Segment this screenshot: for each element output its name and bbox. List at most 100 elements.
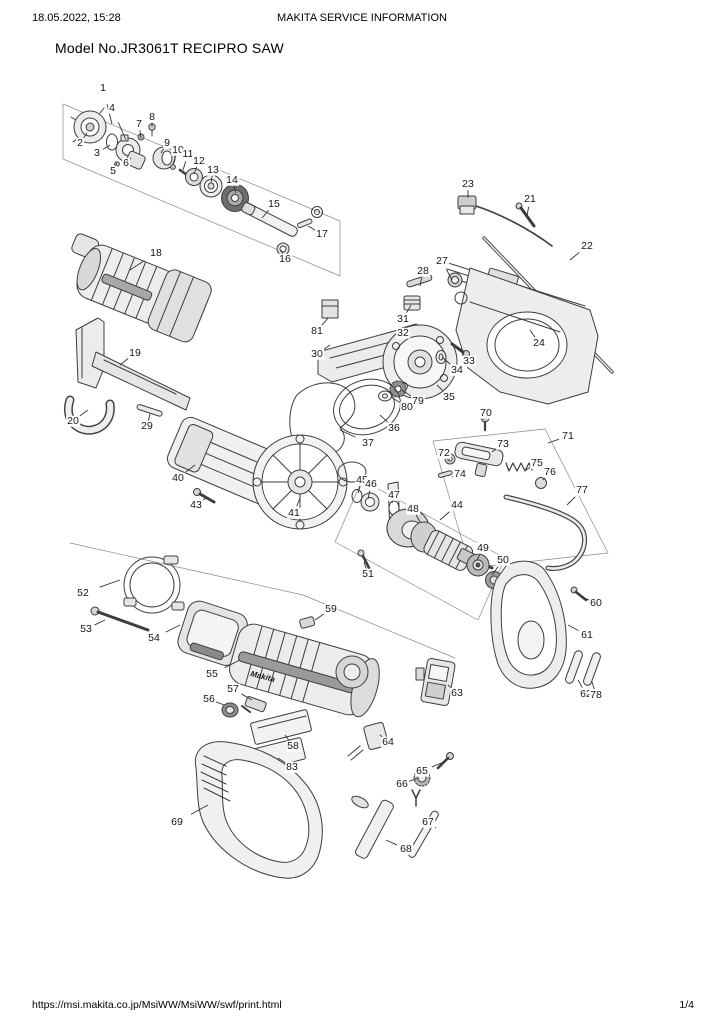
part-number-label: 1 — [99, 81, 107, 94]
part-number-label: 31 — [396, 312, 410, 325]
part-number-label: 51 — [361, 567, 375, 580]
part-number-label: 19 — [128, 346, 142, 359]
part-number-label: 6 — [122, 156, 130, 169]
part-number-label: 65 — [415, 764, 429, 777]
part-number-label: 11 — [181, 147, 195, 160]
part-number-label: 23 — [461, 177, 475, 190]
part-number-label: 15 — [267, 197, 281, 210]
part-number-label: 54 — [147, 631, 161, 644]
part-number-label: 81 — [310, 324, 324, 337]
part-number-label: 41 — [287, 506, 301, 519]
part-number-label: 32 — [396, 326, 410, 339]
part-number-label: 64 — [381, 735, 395, 748]
exploded-diagram: Makita — [0, 64, 724, 984]
part-number-label: 57 — [226, 682, 240, 695]
part-number-label: 16 — [278, 252, 292, 265]
part-number-label: 70 — [479, 406, 493, 419]
part-number-label: 52 — [76, 586, 90, 599]
part-number-label: 79 — [411, 394, 425, 407]
part-number-label: 73 — [496, 437, 510, 450]
part-number-label: 78 — [589, 688, 603, 701]
page-title: Model No.JR3061T RECIPRO SAW — [55, 40, 284, 56]
part-15-17-drawing — [241, 202, 323, 256]
part-number-label: 48 — [406, 502, 420, 515]
part-number-label: 66 — [395, 777, 409, 790]
part-number-label: 20 — [66, 414, 80, 427]
part-number-label: 35 — [442, 390, 456, 403]
part-number-label: 7 — [135, 117, 143, 130]
part-36-drawing — [333, 378, 401, 436]
part-number-label: 34 — [450, 363, 464, 376]
part-number-label: 27 — [435, 254, 449, 267]
part-number-label: 36 — [387, 421, 401, 434]
part-number-label: 22 — [580, 239, 594, 252]
part-2-14-drawing — [70, 107, 249, 212]
part-number-label: 46 — [364, 477, 378, 490]
part-number-label: 69 — [170, 815, 184, 828]
part-number-label: 21 — [523, 192, 537, 205]
leader-lines — [79, 104, 595, 846]
part-number-label: 12 — [192, 154, 206, 167]
part-number-label: 67 — [421, 815, 435, 828]
part-number-label: 77 — [575, 483, 589, 496]
part-number-label: 68 — [399, 842, 413, 855]
part-number-label: 37 — [361, 436, 375, 449]
print-datetime: 18.05.2022, 15:28 — [32, 12, 121, 24]
footer-url: https://msi.makita.co.jp/MsiWW/MsiWW/swf… — [32, 999, 282, 1011]
assembly-boxes — [62, 103, 609, 659]
part-60-62-drawing — [490, 560, 601, 689]
part-number-label: 47 — [387, 488, 401, 501]
part-number-label: 83 — [285, 760, 299, 773]
part-number-label: 40 — [171, 471, 185, 484]
part-number-label: 30 — [310, 347, 324, 360]
part-number-label: 14 — [225, 173, 239, 186]
part-number-label: 43 — [189, 498, 203, 511]
part-52-54-drawing — [90, 555, 248, 666]
part-69-drawing — [194, 741, 323, 879]
part-number-label: 45 — [355, 473, 369, 486]
part-number-label: 8 — [148, 110, 156, 123]
part-number-label: 59 — [324, 602, 338, 615]
part-number-label: 24 — [532, 336, 546, 349]
part-number-label: 10 — [171, 143, 185, 156]
part-number-label: 9 — [163, 136, 171, 149]
part-19-drawing — [75, 317, 191, 411]
part-number-label: 62 — [579, 687, 593, 700]
page-number: 1/4 — [679, 999, 694, 1011]
document-header: MAKITA SERVICE INFORMATION — [277, 12, 447, 24]
part-number-label: 4 — [108, 101, 116, 114]
part-number-label: 60 — [589, 596, 603, 609]
part-number-label: 56 — [202, 692, 216, 705]
part-number-label: 17 — [315, 227, 329, 240]
part-number-label: 13 — [206, 163, 220, 176]
part-number-label: 63 — [450, 686, 464, 699]
part-number-label: 61 — [580, 628, 594, 641]
part-number-label: 33 — [462, 354, 476, 367]
part-number-label: 50 — [496, 553, 510, 566]
exploded-view-drawing: Makita — [62, 103, 614, 879]
part-33-35-drawing — [378, 324, 470, 402]
part-number-label: 2 — [76, 136, 84, 149]
part-number-label: 58 — [286, 739, 300, 752]
part-number-label: 28 — [416, 264, 430, 277]
part-number-label: 72 — [437, 446, 451, 459]
part-number-label: 74 — [453, 467, 467, 480]
part-number-label: 75 — [530, 456, 544, 469]
part-number-label: 29 — [140, 419, 154, 432]
part-number-label: 18 — [149, 246, 163, 259]
part-55-drawing — [221, 616, 380, 718]
part-48-51-drawing — [357, 508, 503, 589]
part-number-label: 3 — [93, 146, 101, 159]
part-number-label: 71 — [561, 429, 575, 442]
part-21-24-drawing — [444, 195, 614, 405]
part-20-drawing — [64, 395, 115, 435]
part-number-label: 5 — [109, 164, 117, 177]
part-number-label: 55 — [205, 667, 219, 680]
part-29-drawing — [136, 404, 163, 417]
part-18-drawing — [71, 233, 212, 343]
part-number-label: 76 — [543, 465, 557, 478]
part-number-label: 44 — [450, 498, 464, 511]
part-number-label: 49 — [476, 541, 490, 554]
part-number-label: 53 — [79, 622, 93, 635]
